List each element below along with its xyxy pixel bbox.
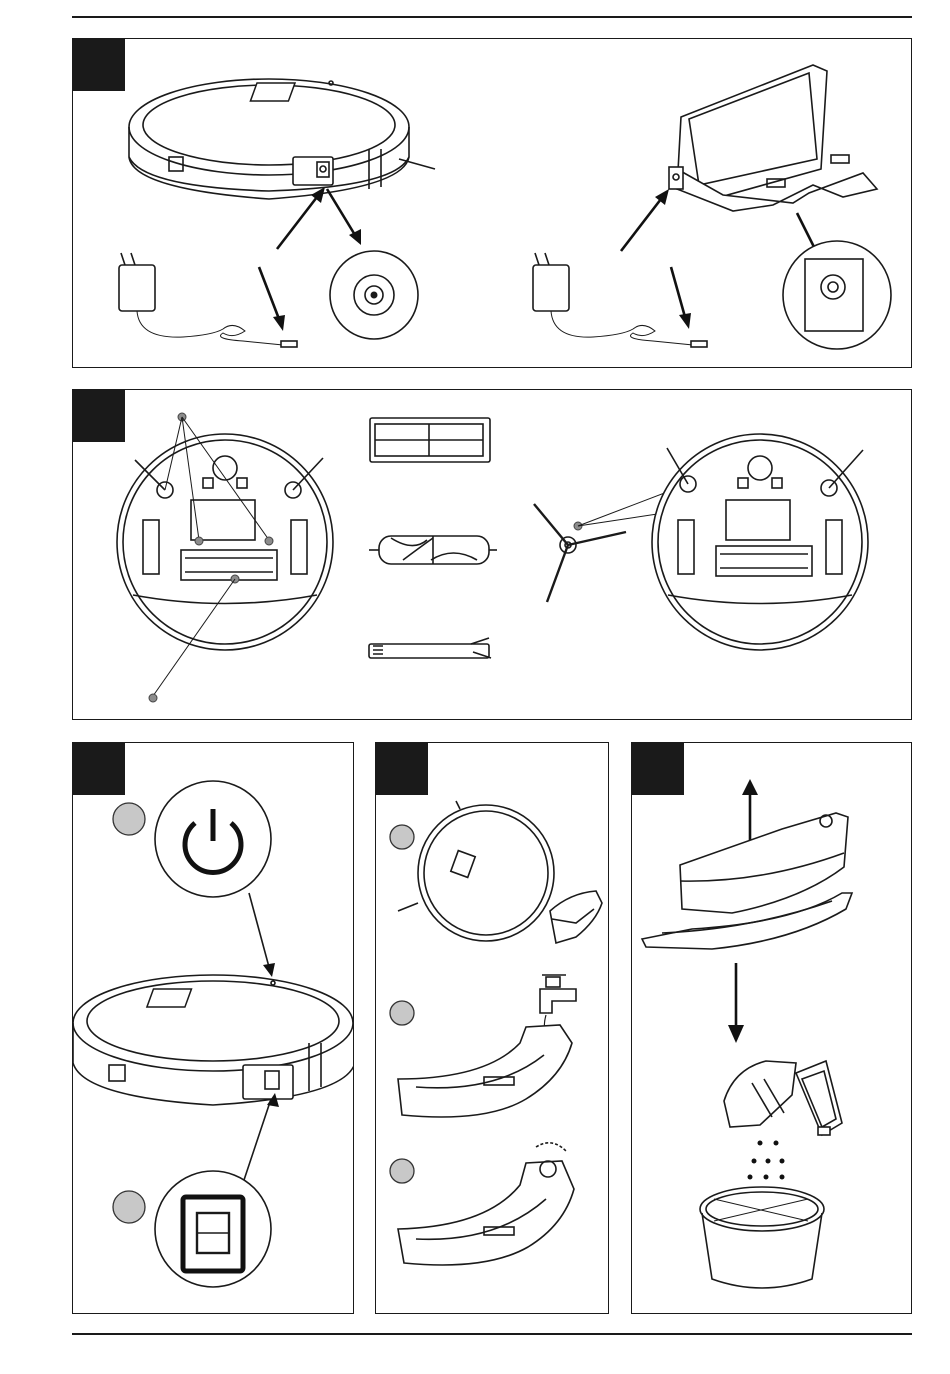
step-marker [390,1159,414,1183]
callout-dot [149,694,157,702]
step-marker [390,1001,414,1025]
step-marker [390,825,414,849]
panel-3-illustration [73,743,354,1314]
panel-1-illustration [73,39,912,368]
water-tank-icon [398,1143,574,1265]
panel-4-water-tank [375,742,609,1314]
dust-particles [748,1141,785,1180]
charging-dock-icon [669,65,877,211]
panel-2-illustration [73,390,912,720]
panel-4-illustration [376,743,609,1314]
waste-bin-icon [700,1187,824,1288]
panel-5-illustration [632,743,912,1314]
panel-3-power [72,742,354,1314]
dust-filter-icon [370,418,490,462]
panel-2-brushes [72,389,912,720]
robot-vacuum-top-icon [398,801,554,941]
robot-underside-icon [652,434,868,650]
dustbin-icon [642,813,852,949]
panel-5-dustbin [631,742,912,1314]
dustbin-open-icon [724,1061,842,1135]
robot-vacuum-icon [73,975,354,1105]
power-button-icon [155,781,271,897]
robot-vacuum-icon [129,79,435,199]
power-switch-icon [155,1171,271,1287]
step-marker [113,803,145,835]
water-tank-icon [398,1025,572,1117]
water-tank-icon [550,891,602,943]
bottom-rule [72,1333,912,1335]
side-brush-icon [534,504,626,602]
roller-brush-icon [369,536,497,564]
robot-underside-icon [117,434,333,650]
cleaning-brush-tool-icon [369,638,491,658]
panel-1-charging [72,38,912,368]
top-rule [72,16,912,18]
step-marker [113,1191,145,1223]
dock-jack-closeup-icon [783,241,891,349]
dc-jack-closeup-icon [330,251,418,339]
